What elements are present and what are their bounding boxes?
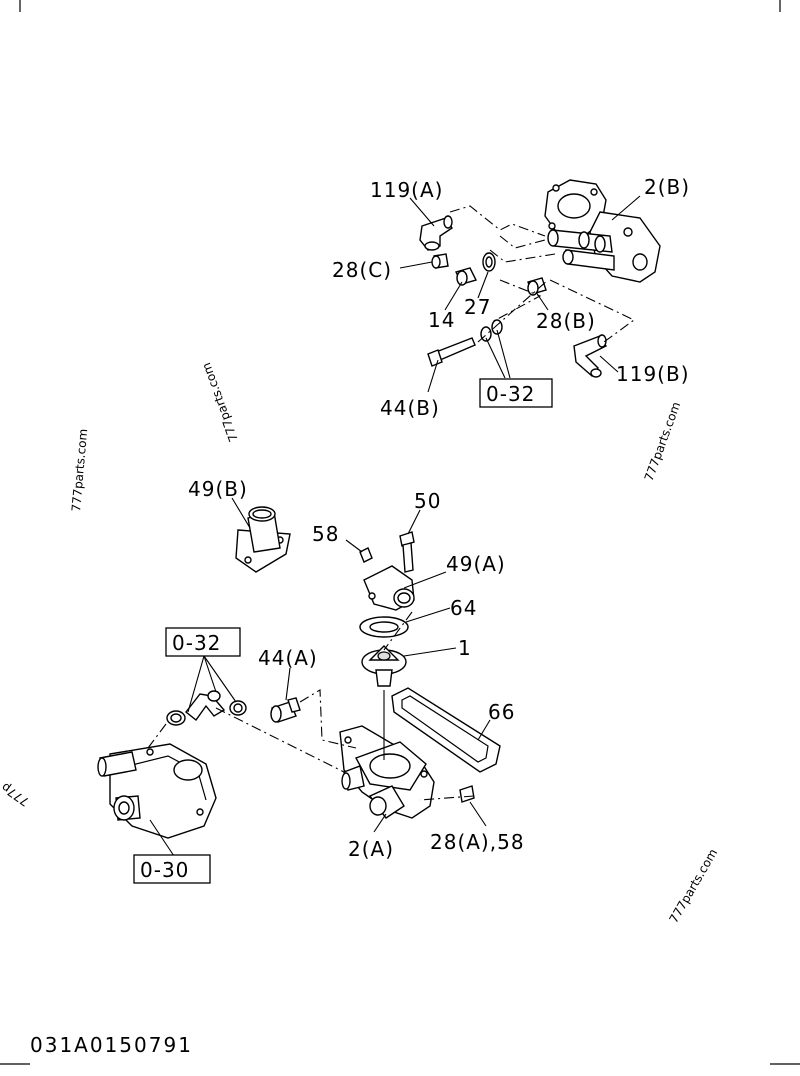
- plug-28a-58-drawing: [459, 785, 475, 803]
- watermark-4: 777parts.com: [666, 846, 720, 925]
- bolt-50-drawing: [399, 531, 415, 573]
- gasket-66-drawing: [391, 687, 501, 773]
- plug-58-drawing: [359, 547, 373, 563]
- label-64: 64: [450, 596, 477, 620]
- label-27: 27: [464, 295, 491, 319]
- outlet-49a-drawing: [363, 565, 415, 611]
- label-119b: 119(B): [616, 362, 690, 386]
- ref-upper-text: 0-32: [486, 382, 535, 406]
- watermark-3: 777parts.com: [642, 400, 684, 483]
- ref-left-text: 0-32: [172, 631, 221, 655]
- housing-2b-drawing: [544, 179, 661, 283]
- bolt-44b-drawing: [427, 337, 476, 367]
- diagram-code: 031A0150791: [30, 1033, 193, 1057]
- label-2b: 2(B): [644, 175, 690, 199]
- reference-boxes: 0-32 0-32 0-30: [133, 378, 553, 884]
- label-44a: 44(A): [258, 646, 318, 670]
- label-49a: 49(A): [446, 552, 506, 576]
- lower-leader-lines: [149, 497, 491, 857]
- label-66: 66: [488, 700, 515, 724]
- plug-28b-drawing: [527, 277, 547, 296]
- label-1: 1: [458, 636, 472, 660]
- housing-2a-drawing: [339, 725, 435, 819]
- ref-box-bottom: [133, 854, 211, 884]
- label-14: 14: [428, 308, 455, 332]
- watermark-5: 777p: [0, 780, 32, 809]
- label-58: 58: [312, 522, 339, 546]
- thermostat-1-drawing: [361, 645, 407, 687]
- label-28a-58: 28(A),58: [430, 830, 525, 854]
- watermark-1: 777parts.com: [199, 361, 241, 444]
- part-labels: 119(A) 2(B) 28(C) 14 27 28(B) 119(B) 44(…: [188, 175, 690, 861]
- ref-box-upper: [479, 378, 553, 408]
- ref-box-left: [165, 627, 241, 657]
- ref-bottom-text: 0-30: [140, 858, 189, 882]
- water-pump-drawing: [97, 743, 217, 839]
- outlet-49b-drawing: [235, 506, 291, 573]
- label-119a: 119(A): [370, 178, 443, 202]
- upper-leader-lines: [399, 195, 641, 393]
- watermark-2: 777parts.com: [69, 428, 90, 512]
- bolt-44a-drawing: [270, 697, 301, 723]
- label-49b: 49(B): [188, 477, 248, 501]
- label-2a: 2(A): [348, 837, 394, 861]
- label-28b: 28(B): [536, 309, 596, 333]
- gasket-64-drawing: [359, 616, 409, 638]
- pipe-119b-drawing: [573, 334, 607, 378]
- hose-clamps-left-drawing: [166, 690, 247, 726]
- label-28c: 28(C): [332, 258, 392, 282]
- lower-alignment-lines: [147, 611, 475, 801]
- plug-28c-drawing: [431, 253, 449, 269]
- upper-alignment-lines: [449, 205, 636, 343]
- pipe-119a-drawing: [419, 215, 453, 251]
- label-50: 50: [414, 489, 441, 513]
- bolt-14-drawing: [454, 267, 478, 286]
- label-44b: 44(B): [380, 396, 440, 420]
- washer-27-drawing: [482, 252, 496, 272]
